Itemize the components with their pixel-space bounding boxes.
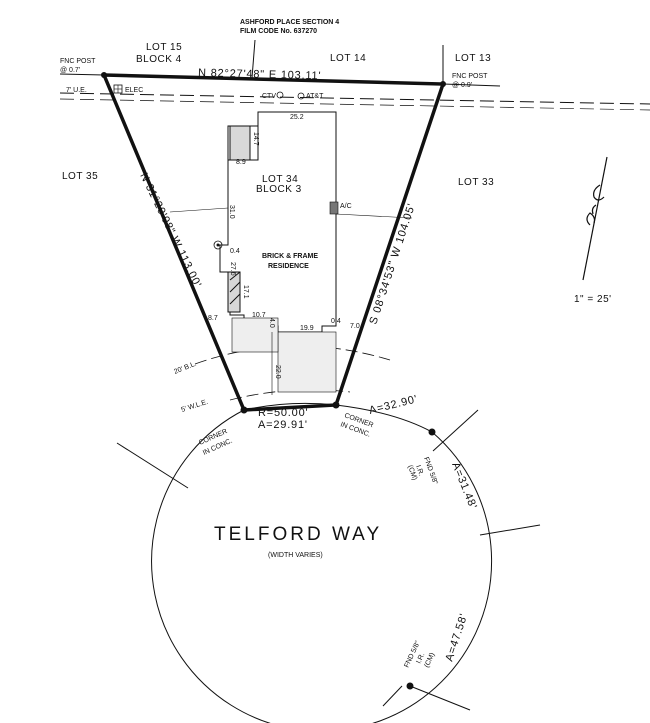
ac-label: A/C (340, 203, 352, 210)
radial-line-upper-right (432, 409, 479, 452)
fnd-2c: (CM) (423, 652, 436, 669)
block-3-label: BLOCK 3 (256, 184, 302, 195)
att-label: AT&T (306, 93, 324, 100)
dim-7-0: 7.0 (350, 323, 360, 330)
fnd-1c: (CM) (406, 464, 418, 481)
fnc-post-right-title: FNC POST (452, 73, 488, 80)
ac-pad (329, 201, 339, 215)
ue-line-1 (59, 92, 650, 105)
att-pedestal-icon (297, 92, 305, 100)
lot-13-label: LOT 13 (455, 53, 491, 64)
monument-bottom-curve (406, 682, 414, 690)
dim-27-6: 27.6 (229, 262, 236, 276)
ctv-label: CTV (262, 93, 276, 100)
dim-14-7: 14.7 (252, 132, 259, 146)
arc-right-label: A=32.90' (368, 393, 419, 417)
dim-19-9: 19.9 (300, 325, 314, 332)
residence-label-2: RESIDENCE (268, 263, 309, 270)
top-lot-line-right (442, 83, 501, 87)
radial-line-lower-right (409, 685, 471, 711)
dim-0-4: 0.4 (230, 248, 240, 255)
dim-25-2: 25.2 (290, 114, 304, 121)
monument-front-left (240, 406, 248, 414)
residence-label-1: BRICK & FRAME (262, 253, 318, 260)
driveway (277, 331, 337, 393)
east-bearing: S 08°34'53" W 104.05' (367, 202, 418, 326)
bl-label: 20' B.L. (173, 361, 197, 376)
offset-line-left (169, 207, 229, 213)
street-width-note: (WIDTH VARIES) (268, 552, 323, 559)
dim-22-0: 22.0 (274, 365, 281, 379)
dim-31-0: 31.0 (228, 205, 235, 219)
elec-label: ELEC (125, 87, 143, 94)
lot-35-label: LOT 35 (62, 171, 98, 182)
cul-de-sac-arc (151, 409, 493, 723)
fnc-post-left-value: @ 0.7' (60, 67, 80, 74)
lot-divider-15-14 (251, 39, 256, 79)
ue-line-2 (59, 98, 650, 111)
dim-0-4b: 0.4 (331, 318, 341, 325)
ctv-pedestal-icon (276, 91, 284, 99)
monument-top-right (440, 81, 446, 87)
monument-top-left (101, 72, 107, 78)
tree-icon (213, 240, 223, 250)
dim-4-0: 4.0 (268, 318, 275, 328)
dim-8-9: 8.9 (236, 159, 246, 166)
fnd-1a: FND 5/8" (422, 456, 439, 486)
dim-17-1: 17.1 (242, 285, 249, 299)
arc-a4-label: A=47.58' (443, 612, 470, 663)
offset-line-right (335, 213, 413, 219)
building-line (194, 345, 391, 365)
arc-front-label: A=29.91' (258, 419, 308, 431)
radius-label: R=50.00' (258, 407, 308, 419)
lot-14-label: LOT 14 (330, 53, 366, 64)
wle-label: 5' W.L.E. (180, 399, 209, 414)
radial-line-bottom (382, 685, 403, 707)
walkway (231, 317, 279, 353)
lot-15-label: LOT 15 (146, 42, 182, 53)
film-code: FILM CODE No. 637270 (240, 28, 317, 35)
dim-10-7: 10.7 (252, 312, 266, 319)
ue-label: 7' U.E. (66, 87, 87, 94)
fnd-1b: I.R. (414, 464, 424, 477)
fnd-2b: I.R. (415, 652, 426, 665)
lot-boundary (101, 73, 446, 412)
monument-right-curve (428, 428, 436, 436)
north-bearing: N 82°27'48" E 103.11' (198, 67, 322, 82)
scale-label: 1" = 25' (574, 294, 612, 305)
fnc-post-right-value: @ 0.9' (452, 82, 472, 89)
fnc-post-left-title: FNC POST (60, 58, 96, 65)
west-bearing: N 31°20'08" W 113.00' (137, 171, 203, 290)
lot-34-label: LOT 34 (262, 174, 298, 185)
radial-line-left (116, 442, 189, 489)
north-arrow-icon (582, 156, 608, 281)
lot-33-label: LOT 33 (458, 177, 494, 188)
top-lot-line-left (59, 73, 105, 76)
residence-footprint (219, 111, 337, 333)
subdivision-title: ASHFORD PLACE SECTION 4 (240, 19, 339, 26)
dim-8-7: 8.7 (208, 315, 218, 322)
street-name: TELFORD WAY (214, 524, 382, 545)
radial-line-right (479, 524, 541, 536)
monument-front-right (332, 401, 340, 409)
block-4-label: BLOCK 4 (136, 54, 182, 65)
